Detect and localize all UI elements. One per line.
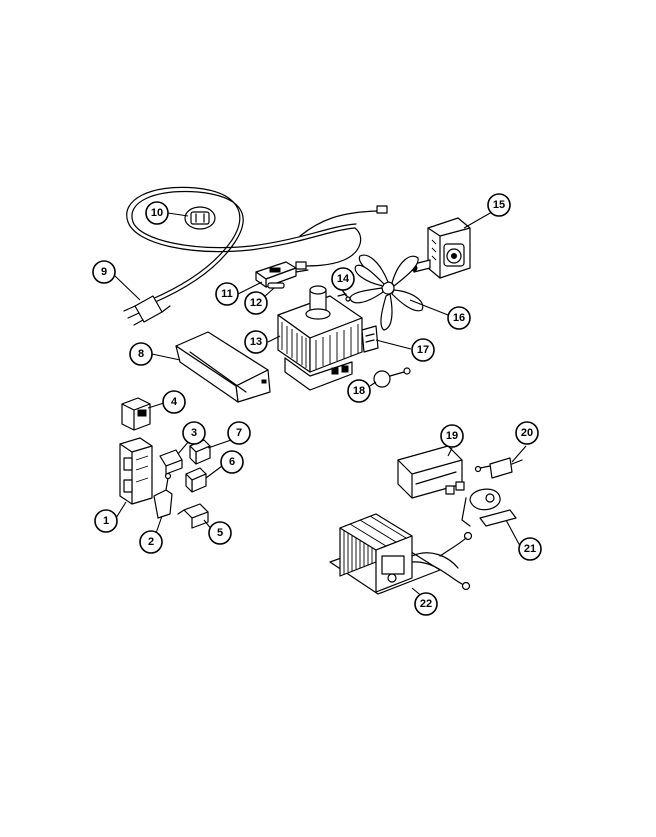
callout-label: 18	[353, 385, 365, 397]
callout-17: 17	[411, 338, 435, 362]
callout-6: 6	[220, 450, 244, 474]
capacitor-part	[397, 445, 465, 499]
callout-12: 12	[244, 291, 268, 315]
callout-label: 4	[171, 396, 178, 408]
callout-label: 5	[217, 527, 223, 539]
callout-13: 13	[244, 330, 268, 354]
callout-15: 15	[487, 193, 511, 217]
callout-label: 1	[103, 515, 109, 527]
callout-label: 13	[250, 336, 262, 348]
callout-label: 2	[148, 536, 154, 548]
callout-9: 9	[92, 260, 116, 284]
callout-label: 6	[229, 456, 235, 468]
callout-3: 3	[182, 421, 206, 445]
callout-label: 3	[191, 427, 197, 439]
switch-bracket-part	[119, 437, 173, 519]
callout-label: 12	[250, 297, 262, 309]
callout-21: 21	[518, 537, 542, 561]
callout-16: 16	[447, 306, 471, 330]
magnetron-part	[277, 285, 363, 391]
switch-holder-part	[121, 397, 151, 431]
callout-label: 15	[493, 199, 505, 211]
fuse-holder-part	[255, 261, 309, 289]
air-guide-part	[175, 331, 271, 403]
callout-14: 14	[331, 267, 355, 291]
fan-motor-part	[410, 217, 471, 279]
callout-2: 2	[139, 530, 163, 554]
callout-label: 11	[221, 288, 233, 300]
diode-part	[474, 457, 523, 479]
callout-label: 20	[521, 427, 533, 439]
callout-22: 22	[414, 592, 438, 616]
callout-20: 20	[515, 421, 539, 445]
callout-label: 19	[446, 430, 458, 442]
callout-label: 17	[417, 344, 429, 356]
callout-label: 22	[420, 598, 432, 610]
callout-18: 18	[347, 379, 371, 403]
callout-label: 9	[101, 266, 107, 278]
callout-5: 5	[208, 521, 232, 545]
interlock-switches	[159, 439, 211, 529]
callout-label: 16	[453, 312, 465, 324]
callout-11: 11	[215, 282, 239, 306]
thermal-protector-part	[361, 325, 379, 353]
transformer-part	[329, 513, 473, 595]
callout-label: 7	[236, 427, 242, 439]
callout-10: 10	[145, 201, 169, 225]
callout-1: 1	[94, 509, 118, 533]
callout-label: 10	[151, 207, 163, 219]
callout-label: 21	[524, 543, 536, 555]
callout-19: 19	[440, 424, 464, 448]
callout-7: 7	[227, 421, 251, 445]
leader-lines	[113, 211, 527, 599]
callout-label: 8	[138, 348, 144, 360]
fan-blade-part	[349, 254, 424, 331]
thermal-cutout-part	[373, 367, 411, 388]
callout-4: 4	[162, 390, 186, 414]
capacitor-clamp-part	[461, 488, 517, 527]
callout-label: 14	[337, 273, 350, 285]
power-cord-part	[123, 186, 388, 326]
callout-8: 8	[129, 342, 153, 366]
